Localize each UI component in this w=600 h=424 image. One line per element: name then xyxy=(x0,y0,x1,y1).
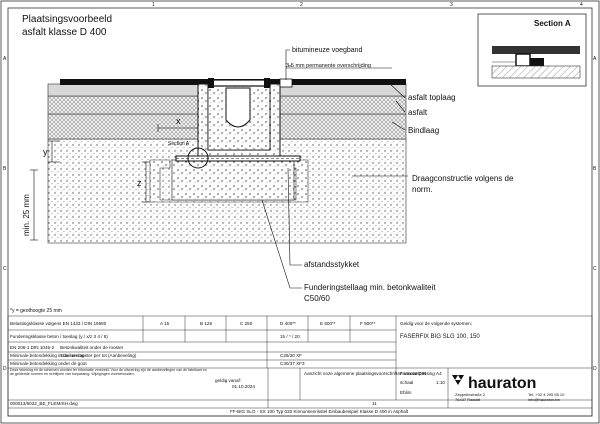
grid-col-3: 3 xyxy=(450,2,453,8)
support-label-1: Draagconstructie volgens de xyxy=(412,174,514,183)
format-label: Formaat DIN xyxy=(400,371,426,376)
company-email: info@hauraton.be xyxy=(528,397,561,402)
sheet-no: 11 xyxy=(372,401,377,406)
grid-row-b-right: B xyxy=(593,166,597,172)
title-block-text: Belastingsklasse volgens EN 1433 / DIN 1… xyxy=(10,321,565,414)
grid-row-c-right: C xyxy=(593,266,597,272)
format-value: A4 xyxy=(436,371,442,376)
grid-row-a: A xyxy=(3,56,7,62)
grid-refs: 1 2 3 4 A B C D A B C D xyxy=(3,2,597,372)
grid-row-d-right: D xyxy=(593,366,597,372)
joint-tape-label: bitumineuze voegband xyxy=(292,47,363,54)
permanent-offset-label: 3-5 mm permanente overschrijding xyxy=(286,63,371,69)
logo-mark-icon xyxy=(452,375,464,385)
legal-text-box: Deze tekening en de schema's worden ter … xyxy=(10,368,207,377)
cross-section: Section A x y z min. 25 mm xyxy=(22,78,407,244)
legal-text: Deze tekening en de schema's worden ter … xyxy=(10,368,207,377)
hauraton-logo: hauraton xyxy=(452,375,536,392)
asphalt-label: asfalt xyxy=(408,108,428,117)
spacer-label: afstandsstykket xyxy=(304,260,360,269)
title-line-2: asfalt klasse D 400 xyxy=(22,27,107,38)
grid-col-1: 1 xyxy=(152,2,155,8)
unit-label: Eblim xyxy=(400,390,412,395)
scale-value: 1:10 xyxy=(436,380,445,385)
grate xyxy=(211,79,267,87)
asphalt-top-label: asfalt toplaag xyxy=(408,93,456,102)
dim-y-label: y xyxy=(43,147,48,157)
logo-text: hauraton xyxy=(468,375,536,392)
norm-label: EN 206-1 DIN 1045-2 xyxy=(10,345,55,350)
grid-col-2: 2 xyxy=(300,2,303,8)
class-d400: D 400** xyxy=(280,321,296,326)
cover-under-label: Minimale betondekking onder de goot xyxy=(10,361,87,366)
remark: Aanzicht onze algemene plaatsingsvoorsch… xyxy=(304,371,435,376)
foundation-block xyxy=(171,159,295,201)
company-address-1: Zeppelinstraße 2 xyxy=(455,392,486,397)
foundation-class-label: Funderingsklasse beton / toeslag (y / x/… xyxy=(10,334,108,339)
footer-text: FF-BIG SLG - SX 100 Typ 020 Kinnunsenris… xyxy=(230,409,409,414)
footnote: *y = geothoogte 25 mm xyxy=(10,308,62,314)
valid-from-label: geldig vanaf: xyxy=(215,378,241,383)
company-phone: Tel. +32 4 295 55 10 xyxy=(528,392,565,397)
dimensions xyxy=(30,124,199,241)
load-class-label: Belastingsklasse volgens EN 1433 / DIN 1… xyxy=(10,321,107,326)
frame-left xyxy=(208,78,214,88)
class-a15: A 15 xyxy=(160,321,170,326)
channel-flow-profile xyxy=(225,87,251,128)
dim-x-label: x xyxy=(176,116,181,126)
class-f900: F 900** xyxy=(360,321,376,326)
foundation-label-2: C50/60 xyxy=(304,294,330,303)
frame-right xyxy=(264,78,270,88)
title-line-1: Plaatsingsvoorbeeld xyxy=(22,14,112,25)
grid-col-4: 4 xyxy=(580,2,583,8)
joint-tape-box xyxy=(279,78,293,88)
drawing-no: 000013/6022_BE_FLEMISH.dwg xyxy=(10,401,78,406)
valid-for-label: Geldig voor de volgende systemen: xyxy=(400,321,472,326)
class-b125: B 125 xyxy=(200,321,212,326)
norm-value: Betonkwaliteit onder de rooster xyxy=(60,345,124,350)
valid-from: 01.10.2024 xyxy=(232,384,255,389)
support-label-2: norm. xyxy=(412,185,432,194)
valid-for-value: FASERFIX BIG SLG 100, 150 xyxy=(400,334,480,340)
cover-label: Minimale betondekking in de toeslag xyxy=(10,353,85,358)
class-c250: C 250 xyxy=(240,321,253,326)
class-e600: E 600** xyxy=(320,321,336,326)
section-a-circle xyxy=(187,147,209,169)
cover-code: C25/30 XF xyxy=(280,353,302,358)
title-block xyxy=(7,315,593,417)
dim-z-label: z xyxy=(137,178,142,188)
cover-value: Staal en rooster per tot (Aanbeveling) xyxy=(60,353,137,358)
section-a-title: Section A xyxy=(534,19,571,28)
grid-row-d: D xyxy=(3,366,7,372)
dim-min-label: min. 25 mm xyxy=(22,194,31,236)
company-address-2: 76437 Rastatt xyxy=(455,397,481,402)
section-a-inset: Section A xyxy=(477,13,587,87)
foundation-class-value: 15 / * / 20 xyxy=(280,334,300,339)
grid-row-b: B xyxy=(3,166,7,172)
binder-label: Bindlaag xyxy=(408,126,439,135)
section-a-small-label: Section A xyxy=(168,141,190,147)
scale-label: schaal xyxy=(400,380,413,385)
cover-under-code: C30/37 XF3 xyxy=(280,361,305,366)
leaders xyxy=(261,49,408,289)
foundation-label-1: Funderingstellaag min. betonkwaliteit xyxy=(304,283,436,292)
grid-row-c: C xyxy=(3,266,7,272)
grid-row-a-right: A xyxy=(593,56,597,62)
